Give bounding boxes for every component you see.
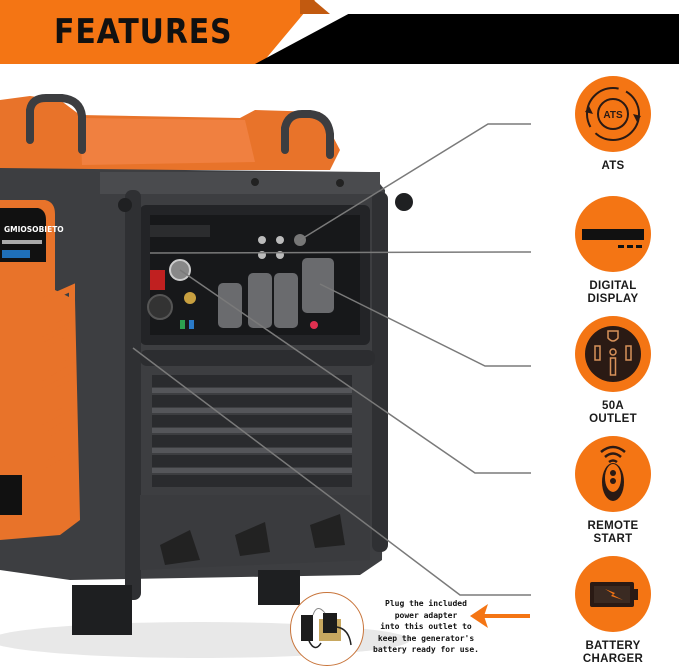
adapter-callout-text: Plug the included power adapter into thi…: [372, 598, 480, 656]
banner-black-band: [255, 14, 679, 64]
feature-label: ATS: [601, 160, 625, 172]
display-bar-icon: [575, 196, 651, 272]
callout-line: battery ready for use.: [373, 645, 479, 654]
callout-line: Plug the included: [385, 599, 467, 608]
svg-text:ATS: ATS: [603, 110, 623, 121]
banner-orange-band: [0, 0, 315, 64]
power-adapter-image: [290, 592, 364, 666]
feature-50a-outlet: 50A OUTLET: [563, 316, 663, 426]
feature-digital-display: DIGITAL DISPLAY: [563, 196, 663, 306]
feature-label-line1: REMOTE: [587, 520, 639, 532]
features-banner: FEATURES: [0, 0, 679, 64]
feature-label-line2: CHARGER: [582, 653, 644, 665]
banner-orange-fold: [300, 0, 330, 14]
feature-battery-charger: BATTERY CHARGER: [563, 556, 663, 666]
battery-charging-icon: [575, 556, 651, 632]
feature-label-line2: DISPLAY: [587, 293, 639, 305]
outlet-50a-icon: [575, 316, 651, 392]
feature-label-line1: 50A: [602, 400, 624, 412]
svg-text:GMIOSOBIETO: GMIOSOBIETO: [4, 225, 64, 234]
feature-label-line1: BATTERY: [585, 640, 641, 652]
banner-title: FEATURES: [54, 12, 233, 52]
callout-line: keep the generator's: [377, 633, 475, 643]
feature-remote-start: REMOTE START: [563, 436, 663, 546]
callout-line: power adapter: [394, 610, 458, 620]
remote-fob-icon: [575, 436, 651, 512]
feature-label-line2: OUTLET: [589, 413, 637, 425]
feature-label-line2: START: [593, 533, 633, 545]
feature-ats: ATS ATS: [563, 76, 663, 173]
ats-cycle-icon: ATS: [575, 76, 651, 152]
generator-image: GMIOSOBIETO: [0, 94, 413, 658]
feature-label-line1: DIGITAL: [589, 280, 637, 292]
callout-line: into this outlet to: [380, 622, 472, 631]
